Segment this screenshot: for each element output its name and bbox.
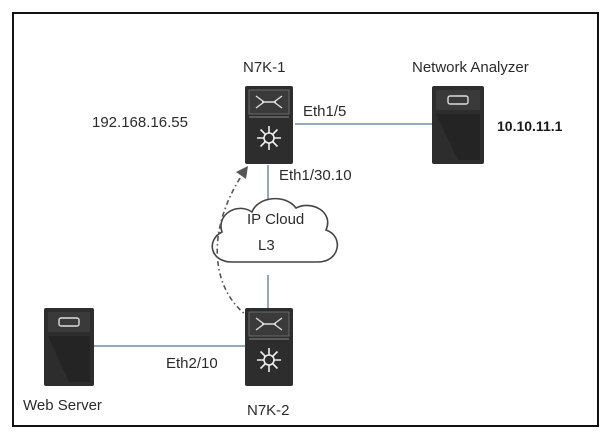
web-server-label: Web Server xyxy=(23,397,102,414)
traffic-flow-arrow xyxy=(216,166,251,319)
ip-cloud-icon xyxy=(211,197,339,263)
network-analyzer-label: Network Analyzer xyxy=(412,59,529,76)
n7k1-switch-icon xyxy=(245,86,293,164)
interface-eth2-10-label: Eth2/10 xyxy=(166,355,218,372)
network-analyzer-server-icon xyxy=(432,86,484,164)
cloud-label-line2: L3 xyxy=(258,237,275,254)
interface-eth1-5-label: Eth1/5 xyxy=(303,103,347,120)
cloud-label-line1: IP Cloud xyxy=(247,211,305,228)
interface-eth1-30-10-label: Eth1/30.10 xyxy=(279,167,352,184)
n7k2-switch-icon xyxy=(245,308,293,386)
web-server-icon xyxy=(44,308,94,386)
n7k2-label: N7K-2 xyxy=(247,402,290,419)
n7k1-ip-label: 192.168.16.55 xyxy=(92,114,188,131)
network-analyzer-ip-label: 10.10.11.1 xyxy=(497,118,563,134)
n7k1-label: N7K-1 xyxy=(243,59,286,76)
